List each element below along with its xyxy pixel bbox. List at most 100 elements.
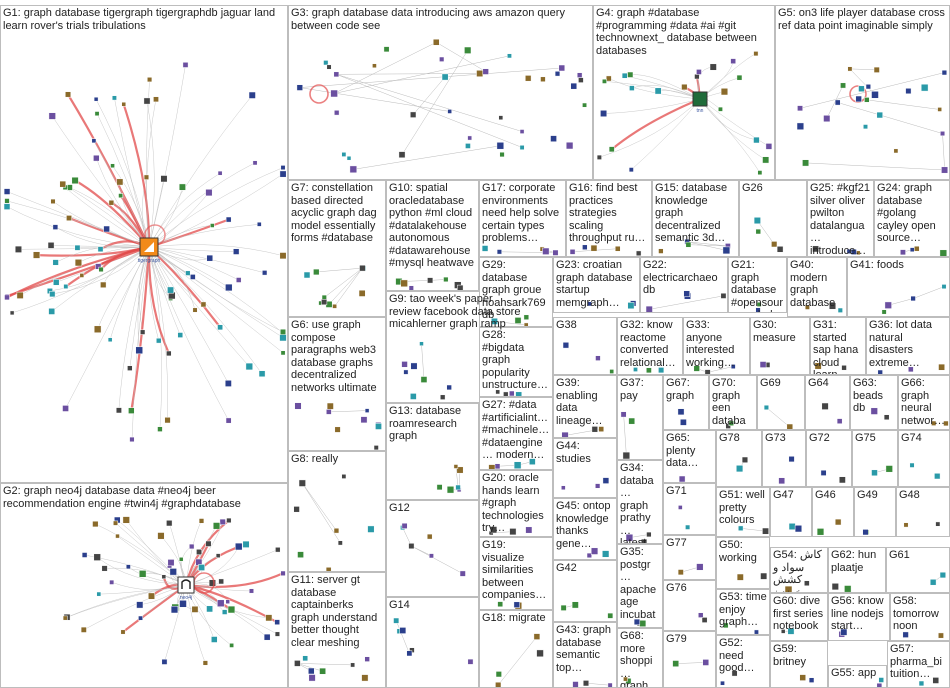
node-avatar-icon[interactable] bbox=[607, 612, 614, 619]
node-avatar-icon[interactable] bbox=[120, 629, 126, 635]
node-avatar-icon[interactable] bbox=[625, 533, 634, 542]
node-avatar-icon[interactable] bbox=[871, 469, 878, 477]
node-avatar-icon[interactable] bbox=[831, 583, 839, 591]
node-avatar-icon[interactable] bbox=[621, 72, 628, 79]
node-avatar-icon[interactable] bbox=[582, 102, 587, 108]
node-avatar-icon[interactable] bbox=[48, 308, 56, 315]
node-avatar-icon[interactable] bbox=[718, 106, 723, 112]
node-avatar-icon[interactable] bbox=[633, 367, 638, 372]
node-avatar-icon[interactable] bbox=[784, 585, 793, 593]
node-avatar-icon[interactable] bbox=[595, 483, 601, 489]
node-avatar-icon[interactable] bbox=[50, 198, 56, 204]
node-avatar-icon[interactable] bbox=[565, 141, 574, 150]
node-avatar-icon[interactable] bbox=[457, 284, 464, 291]
node-avatar-icon[interactable] bbox=[346, 155, 352, 161]
node-avatar-icon[interactable] bbox=[166, 350, 172, 357]
node-avatar-icon[interactable] bbox=[116, 178, 124, 186]
node-avatar-icon[interactable] bbox=[513, 601, 520, 608]
node-avatar-icon[interactable] bbox=[496, 249, 502, 255]
node-avatar-icon[interactable] bbox=[441, 73, 449, 81]
node-avatar-icon[interactable] bbox=[607, 682, 613, 688]
node-avatar-icon[interactable] bbox=[179, 600, 187, 608]
node-avatar-icon[interactable] bbox=[765, 143, 773, 150]
node-avatar-icon[interactable] bbox=[778, 477, 786, 485]
node-avatar-icon[interactable] bbox=[113, 520, 119, 526]
node-avatar-icon[interactable] bbox=[627, 71, 634, 78]
node-avatar-icon[interactable] bbox=[499, 151, 505, 158]
node-avatar-icon[interactable] bbox=[600, 110, 608, 117]
node-avatar-icon[interactable] bbox=[909, 247, 915, 253]
node-avatar-icon[interactable] bbox=[280, 328, 286, 335]
node-avatar-icon[interactable] bbox=[900, 249, 906, 256]
node-avatar-icon[interactable] bbox=[595, 355, 601, 361]
node-avatar-icon[interactable] bbox=[876, 682, 883, 688]
node-avatar-icon[interactable] bbox=[658, 367, 665, 374]
node-avatar-icon[interactable] bbox=[590, 244, 598, 252]
node-avatar-icon[interactable] bbox=[428, 553, 434, 559]
node-avatar-icon[interactable] bbox=[683, 290, 690, 297]
node-avatar-icon[interactable] bbox=[229, 643, 234, 648]
node-avatar-icon[interactable] bbox=[9, 310, 15, 316]
node-avatar-icon[interactable] bbox=[515, 391, 523, 397]
node-avatar-icon[interactable] bbox=[482, 68, 489, 75]
node-avatar-icon[interactable] bbox=[138, 615, 143, 621]
node-avatar-icon[interactable] bbox=[263, 633, 271, 641]
node-avatar-icon[interactable] bbox=[677, 408, 685, 416]
node-avatar-icon[interactable] bbox=[93, 96, 99, 102]
node-avatar-icon[interactable] bbox=[258, 370, 266, 378]
node-avatar-icon[interactable] bbox=[326, 402, 334, 410]
node-avatar-icon[interactable] bbox=[279, 333, 287, 342]
node-avatar-icon[interactable] bbox=[62, 615, 68, 621]
node-avatar-icon[interactable] bbox=[797, 105, 803, 112]
node-avatar-icon[interactable] bbox=[74, 259, 83, 267]
node-avatar-icon[interactable] bbox=[224, 380, 232, 387]
node-avatar-icon[interactable] bbox=[794, 525, 803, 533]
node-avatar-icon[interactable] bbox=[400, 279, 408, 288]
node-avatar-icon[interactable] bbox=[115, 407, 122, 414]
node-avatar-icon[interactable] bbox=[334, 426, 341, 433]
node-avatar-icon[interactable] bbox=[941, 69, 948, 76]
node-avatar-icon[interactable] bbox=[533, 633, 541, 640]
node-avatar-icon[interactable] bbox=[393, 617, 400, 624]
node-avatar-icon[interactable] bbox=[167, 286, 174, 294]
node-avatar-icon[interactable] bbox=[736, 573, 744, 581]
node-avatar-icon[interactable] bbox=[303, 271, 311, 279]
node-avatar-icon[interactable] bbox=[398, 151, 406, 159]
node-avatar-icon[interactable] bbox=[609, 369, 615, 374]
node-avatar-icon[interactable] bbox=[200, 301, 207, 308]
node-avatar-icon[interactable] bbox=[552, 249, 559, 256]
node-avatar-icon[interactable] bbox=[540, 76, 546, 82]
node-avatar-icon[interactable] bbox=[503, 391, 509, 397]
node-avatar-icon[interactable] bbox=[410, 362, 418, 370]
node-avatar-icon[interactable] bbox=[399, 627, 407, 634]
node-avatar-icon[interactable] bbox=[274, 619, 280, 625]
node-avatar-icon[interactable] bbox=[658, 248, 664, 254]
node-avatar-icon[interactable] bbox=[65, 91, 72, 98]
node-avatar-icon[interactable] bbox=[536, 649, 544, 658]
node-avatar-icon[interactable] bbox=[71, 176, 79, 185]
node-avatar-icon[interactable] bbox=[4, 198, 10, 204]
node-avatar-icon[interactable] bbox=[279, 170, 287, 178]
node-avatar-icon[interactable] bbox=[308, 674, 316, 682]
node-avatar-icon[interactable] bbox=[796, 122, 805, 130]
node-avatar-icon[interactable] bbox=[160, 175, 168, 183]
node-avatar-icon[interactable] bbox=[834, 518, 842, 526]
node-avatar-icon[interactable] bbox=[446, 384, 452, 391]
node-avatar-icon[interactable] bbox=[446, 486, 455, 494]
node-avatar-icon[interactable] bbox=[298, 479, 306, 487]
node-avatar-icon[interactable] bbox=[408, 285, 414, 291]
node-avatar-icon[interactable] bbox=[720, 680, 725, 686]
node-avatar-icon[interactable] bbox=[883, 414, 890, 421]
node-avatar-icon[interactable] bbox=[432, 38, 440, 46]
node-avatar-icon[interactable] bbox=[590, 547, 599, 555]
node-avatar-icon[interactable] bbox=[909, 462, 915, 468]
node-avatar-icon[interactable] bbox=[332, 303, 337, 309]
node-avatar-icon[interactable] bbox=[572, 681, 579, 688]
node-avatar-icon[interactable] bbox=[129, 436, 135, 443]
node-avatar-icon[interactable] bbox=[464, 46, 472, 54]
node-avatar-icon[interactable] bbox=[107, 337, 113, 343]
node-avatar-icon[interactable] bbox=[550, 135, 557, 142]
node-avatar-icon[interactable] bbox=[373, 445, 379, 450]
node-avatar-icon[interactable] bbox=[762, 156, 770, 164]
node-avatar-icon[interactable] bbox=[3, 203, 11, 210]
